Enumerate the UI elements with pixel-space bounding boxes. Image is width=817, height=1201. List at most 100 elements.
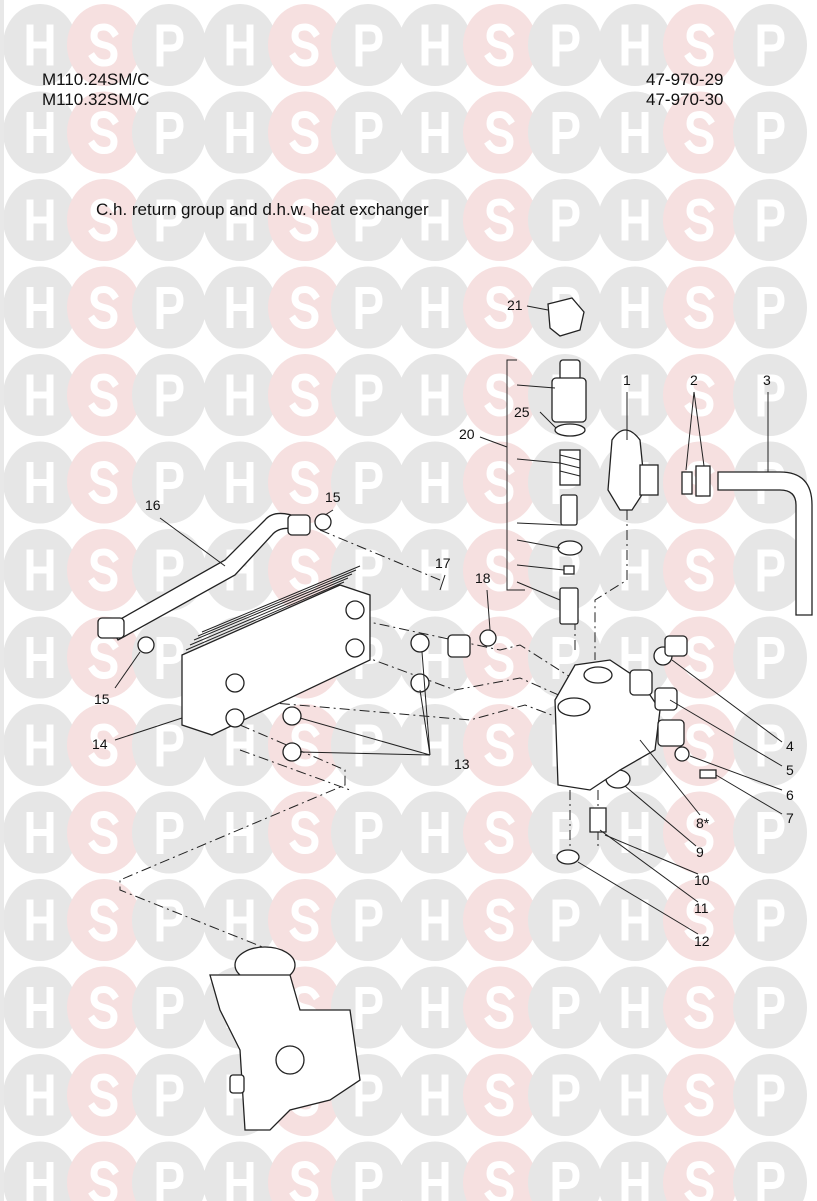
- watermark-h-mark: [598, 1054, 672, 1136]
- watermark-h-mark: [598, 354, 672, 436]
- callout-5: 5: [786, 762, 794, 778]
- callout-7: 7: [786, 810, 794, 826]
- o-rings[interactable]: [137, 513, 690, 865]
- watermark-h-mark: [3, 91, 77, 174]
- diverter-valve-assembly[interactable]: [209, 946, 361, 1131]
- callout-10: 10: [694, 872, 710, 888]
- part-3-pipe[interactable]: [717, 471, 813, 616]
- watermark-s-mark: [463, 791, 537, 874]
- callout-1: 1: [623, 372, 631, 388]
- watermark-h-mark: [203, 791, 277, 874]
- watermark-h-mark: [203, 354, 277, 436]
- watermark-s-mark: [268, 91, 342, 174]
- watermark-p-mark: [733, 266, 807, 349]
- watermark-s-mark: [663, 91, 737, 174]
- part-14-heat-exchanger[interactable]: [181, 565, 371, 736]
- watermark-s-mark: [67, 179, 141, 261]
- watermark-s-mark: [663, 354, 737, 436]
- watermark-s-mark: [663, 179, 737, 261]
- watermark-s-mark: [67, 266, 141, 349]
- part-20-bracket: [506, 359, 525, 591]
- callout-15-top: 15: [325, 489, 341, 505]
- watermark-p-mark: [733, 1141, 807, 1201]
- watermark-p-mark: [331, 4, 405, 86]
- watermark-h-mark: [398, 1141, 472, 1201]
- watermark-s-mark: [663, 529, 737, 611]
- watermark-s-mark: [67, 704, 141, 786]
- callout-21: 21: [507, 297, 523, 313]
- callout-8: 8*: [696, 815, 710, 831]
- watermark-s-mark: [463, 441, 537, 524]
- watermark-p-mark: [331, 1141, 405, 1201]
- callout-9: 9: [696, 844, 704, 860]
- callout-25: 25: [514, 404, 530, 420]
- part-2-fittings[interactable]: [681, 465, 711, 497]
- watermark-p-mark: [132, 966, 206, 1049]
- watermark-h-mark: [3, 966, 77, 1049]
- watermark-h-mark: [398, 266, 472, 349]
- watermark-s-mark: [67, 791, 141, 874]
- watermark-p-mark: [733, 616, 807, 699]
- watermark-p-mark: [528, 179, 602, 261]
- part-21-cap[interactable]: [547, 297, 585, 337]
- callout-17: 17: [435, 555, 451, 571]
- watermark-h-mark: [3, 354, 77, 436]
- watermark-p-mark: [331, 179, 405, 261]
- leader-lines: [114, 305, 783, 935]
- watermark-h-mark: [398, 354, 472, 436]
- watermark-h-mark: [203, 91, 277, 174]
- callout-11: 11: [694, 900, 709, 916]
- watermark-s-mark: [463, 91, 537, 174]
- watermark-s-mark: [663, 879, 737, 961]
- watermark-h-mark: [398, 966, 472, 1049]
- watermark-p-mark: [331, 266, 405, 349]
- watermark-s-mark: [268, 879, 342, 961]
- watermark-p-mark: [331, 91, 405, 174]
- watermark-h-mark: [203, 179, 277, 261]
- watermark-s-mark: [663, 4, 737, 86]
- watermark-h-mark: [398, 4, 472, 86]
- callout-20: 20: [459, 426, 475, 442]
- watermark-h-mark: [398, 529, 472, 611]
- callout-12: 12: [694, 933, 710, 949]
- watermark-h-mark: [598, 266, 672, 349]
- watermark-p-mark: [132, 1141, 206, 1201]
- watermark-s-mark: [67, 966, 141, 1049]
- part-20-cartridge[interactable]: [551, 359, 587, 625]
- watermark-s-mark: [67, 441, 141, 524]
- watermark-p-mark: [733, 879, 807, 961]
- watermark-p-mark: [132, 879, 206, 961]
- page-edge: [0, 0, 4, 1201]
- watermark-s-mark: [463, 266, 537, 349]
- watermark-h-mark: [3, 1054, 77, 1136]
- watermark-p-mark: [528, 1054, 602, 1136]
- watermark-s-mark: [663, 1054, 737, 1136]
- callout-15-left: 15: [94, 691, 110, 707]
- watermark-h-mark: [203, 1141, 277, 1201]
- watermark-h-mark: [3, 1141, 77, 1201]
- watermark-p-mark: [331, 441, 405, 524]
- part-7-screw[interactable]: [699, 769, 717, 779]
- callout-labels: 21 1 2 3 25 20 15 16 17 18 15 14 13 4 5 …: [92, 297, 794, 949]
- watermark-p-mark: [132, 266, 206, 349]
- part-1-valve-head[interactable]: [607, 429, 659, 511]
- part-16-fitting-right: [287, 514, 311, 536]
- callout-14: 14: [92, 736, 108, 752]
- callout-18: 18: [475, 570, 491, 586]
- callout-4: 4: [786, 738, 794, 754]
- watermark-h-mark: [598, 791, 672, 874]
- part-17-connector[interactable]: [447, 634, 471, 658]
- watermark-p-mark: [528, 879, 602, 961]
- watermark-s-mark: [67, 4, 141, 86]
- watermark-h-mark: [3, 179, 77, 261]
- watermark-h-mark: [398, 441, 472, 524]
- callout-6: 6: [786, 787, 794, 803]
- watermark-h-mark: [398, 704, 472, 786]
- watermark-p-mark: [331, 791, 405, 874]
- watermark-s-mark: [663, 266, 737, 349]
- watermark-s-mark: [463, 4, 537, 86]
- watermark-s-mark: [663, 966, 737, 1049]
- return-group-body[interactable]: [554, 635, 688, 791]
- part-11-screw[interactable]: [589, 807, 607, 833]
- watermark-s-mark: [463, 354, 537, 436]
